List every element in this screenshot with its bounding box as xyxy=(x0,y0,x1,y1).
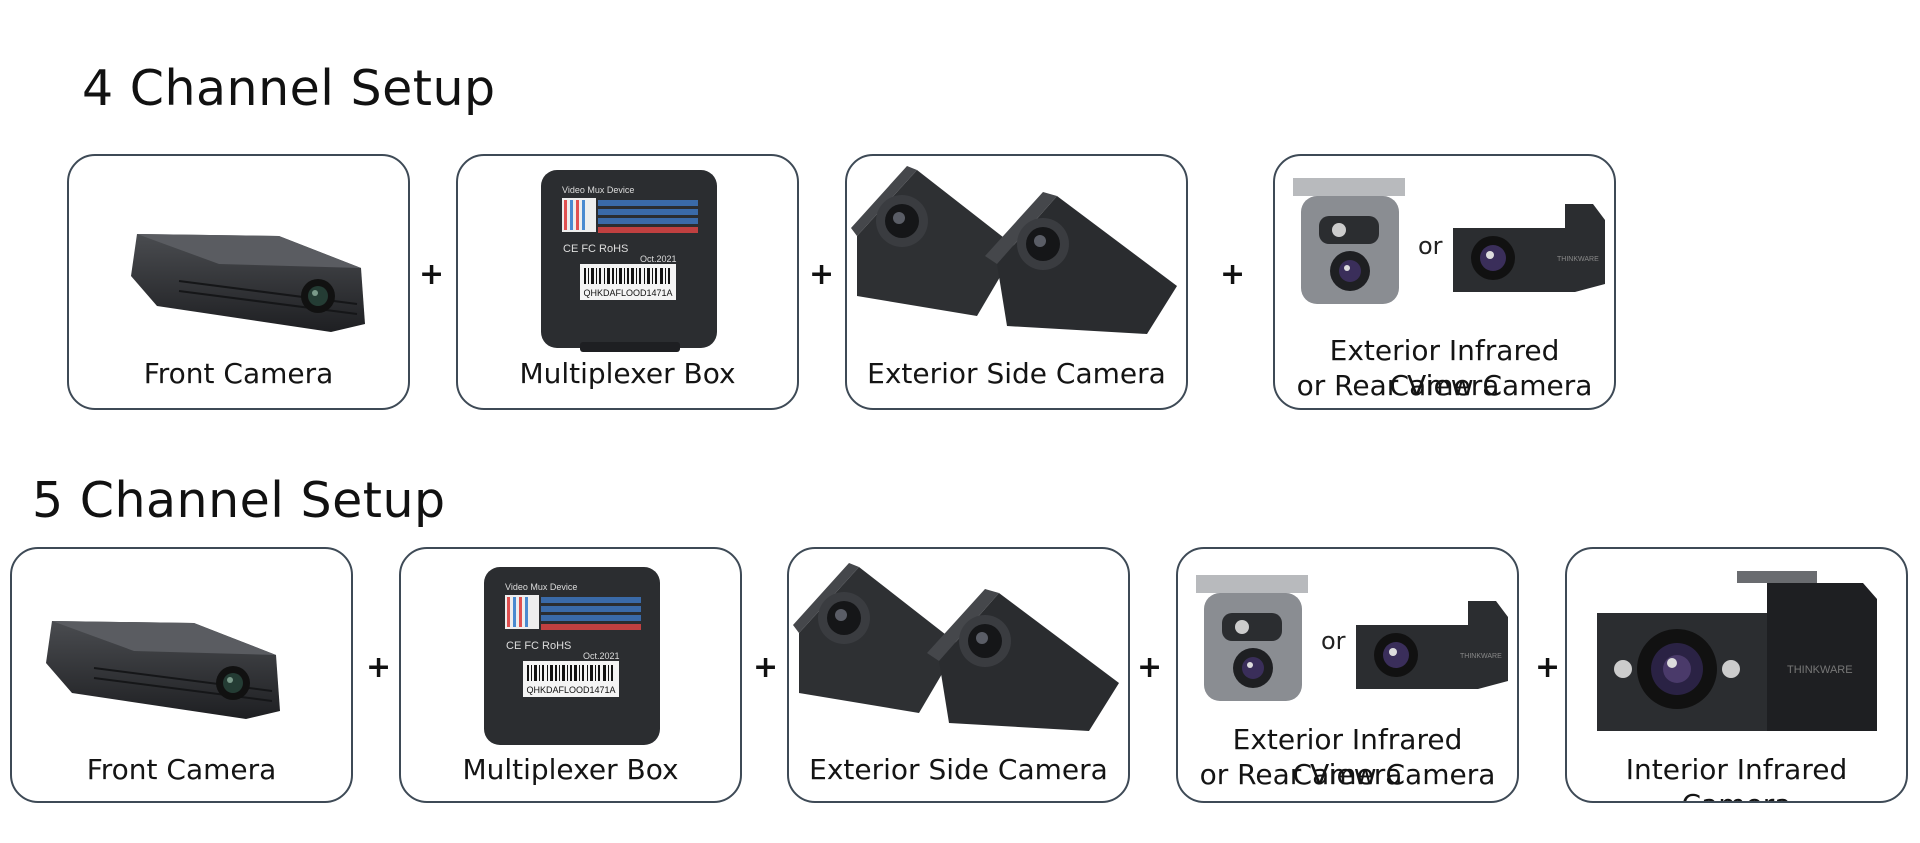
box-date-text: Oct.2021 xyxy=(640,254,677,264)
card-label-line1: Exterior Infrared Camera xyxy=(1232,723,1463,791)
card-interior-infrared-camera: THINKWARE Interior Infrared Camera xyxy=(1565,547,1908,803)
plus-sign: + xyxy=(1535,650,1561,685)
exterior-infrared-camera-image xyxy=(1293,178,1405,304)
plus-sign: + xyxy=(753,650,779,685)
svg-text:CE FC RoHS: CE FC RoHS xyxy=(506,640,571,652)
box-header-text: Video Mux Device xyxy=(505,582,577,592)
card-label: Exterior Side Camera xyxy=(867,357,1166,390)
card-front-camera: Front Camera xyxy=(67,154,410,410)
card-label: Interior Infrared Camera xyxy=(1625,753,1848,801)
front-camera-image xyxy=(131,234,365,332)
card-exterior-side-camera: Exterior Side Camera xyxy=(787,547,1130,803)
exterior-side-camera-image xyxy=(851,166,1177,334)
card-label-line2: or Rear View Camera xyxy=(1296,369,1593,402)
rear-cam-brand: THINKWARE xyxy=(1460,653,1502,660)
interior-cam-brand: THINKWARE xyxy=(1787,664,1853,676)
or-text: or xyxy=(1418,232,1443,260)
card-exterior-infrared-or-rear-camera: or THINKWARE Exterior Infrared Camera or… xyxy=(1176,547,1519,803)
box-header-text: Video Mux Device xyxy=(562,185,634,195)
section-title-5-channel: 5 Channel Setup xyxy=(32,472,446,529)
card-label: Multiplexer Box xyxy=(462,753,679,786)
interior-infrared-camera-image: THINKWARE xyxy=(1597,571,1877,731)
card-label: Multiplexer Box xyxy=(519,357,736,390)
exterior-side-camera-image xyxy=(793,563,1119,731)
card-label: Front Camera xyxy=(143,357,334,390)
front-camera-image xyxy=(46,621,280,719)
section-title-4-channel: 4 Channel Setup xyxy=(82,60,496,117)
card-multiplexer-box: Video Mux Device CE FC RoHS Oct.2021 xyxy=(399,547,742,803)
card-multiplexer-box: Video Mux Device CE FC RoHS Oct.2021 xyxy=(456,154,799,410)
card-label: Exterior Side Camera xyxy=(809,753,1108,786)
box-date-text: Oct.2021 xyxy=(583,651,620,661)
plus-sign: + xyxy=(419,257,445,292)
multiplexer-box-image: Video Mux Device CE FC RoHS Oct.2021 xyxy=(484,567,660,745)
card-label-line2: or Rear View Camera xyxy=(1199,758,1496,791)
plus-sign: + xyxy=(809,257,835,292)
plus-sign: + xyxy=(1220,257,1246,292)
card-exterior-side-camera: Exterior Side Camera xyxy=(845,154,1188,410)
box-serial-text: QHKDAFLOOD1471A xyxy=(583,288,672,298)
card-label-line1: Exterior Infrared Camera xyxy=(1329,334,1560,402)
or-text: or xyxy=(1321,627,1346,655)
rear-cam-brand: THINKWARE xyxy=(1557,256,1599,263)
plus-sign: + xyxy=(1137,650,1163,685)
exterior-infrared-camera-image xyxy=(1196,575,1308,701)
card-exterior-infrared-or-rear-camera: or THINKWARE Exterior Infrared Camera or… xyxy=(1273,154,1616,410)
rear-view-camera-image: THINKWARE xyxy=(1453,204,1605,292)
box-serial-text: QHKDAFLOOD1471A xyxy=(526,685,615,695)
rear-view-camera-image: THINKWARE xyxy=(1356,601,1508,689)
card-front-camera: Front Camera xyxy=(10,547,353,803)
card-label: Front Camera xyxy=(86,753,277,786)
multiplexer-box-image: Video Mux Device CE FC RoHS Oct.2021 xyxy=(541,170,717,352)
plus-sign: + xyxy=(366,650,392,685)
svg-text:CE FC RoHS: CE FC RoHS xyxy=(563,243,628,255)
